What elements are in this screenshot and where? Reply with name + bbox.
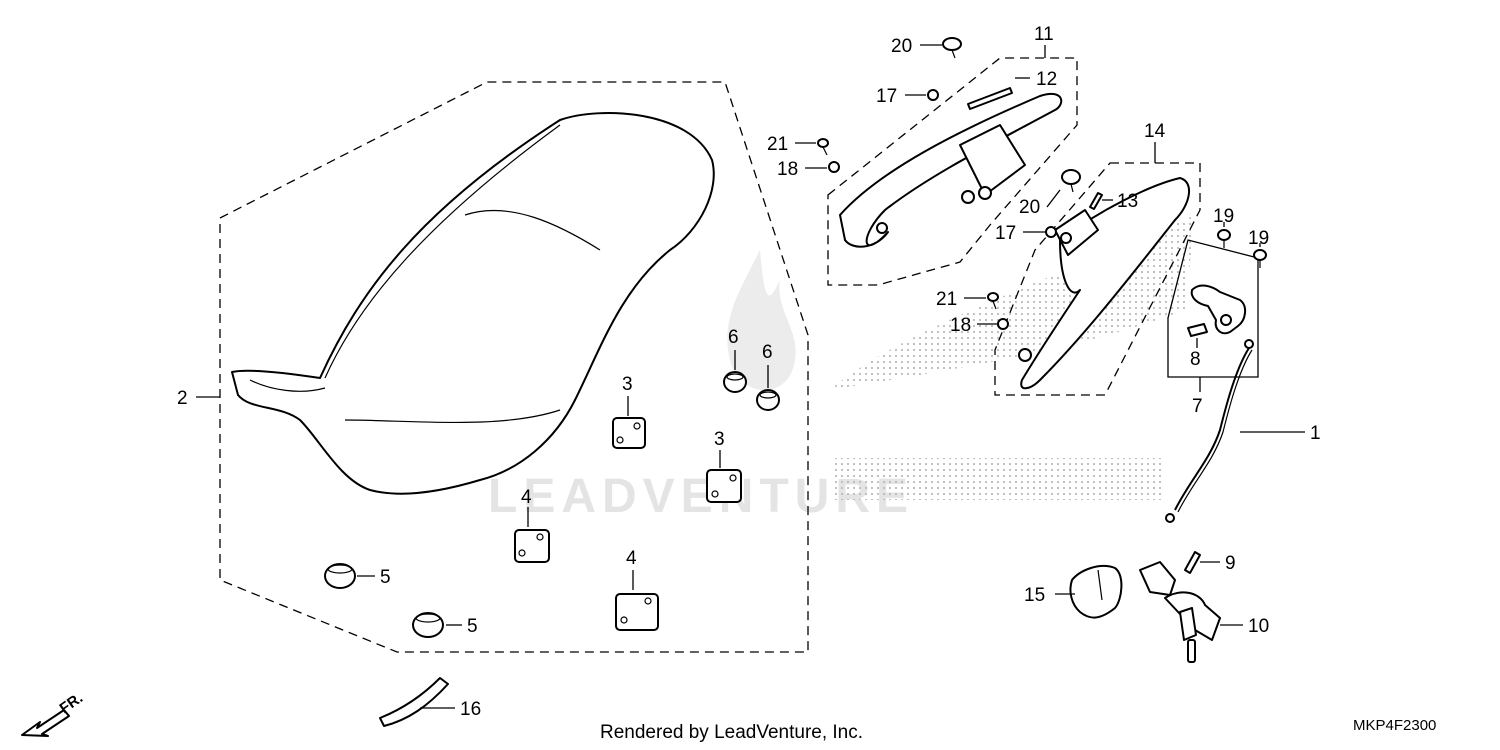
callout-3b: 3 xyxy=(714,429,725,450)
callout-12: 12 xyxy=(1036,69,1057,90)
seat xyxy=(231,112,715,495)
bolt-21b xyxy=(987,292,999,310)
seat-cushion-6a xyxy=(723,371,747,393)
callout-2: 2 xyxy=(177,388,188,409)
bolt-21a xyxy=(817,138,829,156)
callout-21b: 21 xyxy=(936,289,957,310)
seat-group-outline xyxy=(219,81,809,653)
seat-lock-cable-1 xyxy=(1165,339,1254,523)
cover-15 xyxy=(1069,564,1123,619)
callout-19b: 19 xyxy=(1248,228,1269,249)
callout-4b: 4 xyxy=(626,548,637,569)
bolt-20b xyxy=(1061,169,1081,193)
callout-6b: 6 xyxy=(762,342,773,363)
key-9 xyxy=(1184,551,1201,574)
lock-10 xyxy=(1139,561,1221,663)
callout-20b: 20 xyxy=(1019,197,1040,218)
washer-18b xyxy=(997,318,1009,330)
bolt-19b xyxy=(1253,249,1267,268)
callout-10: 10 xyxy=(1248,616,1269,637)
nut-17a xyxy=(927,89,939,101)
callout-9: 9 xyxy=(1225,553,1236,574)
seat-lock xyxy=(1190,284,1246,335)
callout-4a: 4 xyxy=(521,487,532,508)
callout-19a: 19 xyxy=(1213,206,1234,227)
callout-21a: 21 xyxy=(767,134,788,155)
seat-cushion-5a xyxy=(324,563,356,589)
seat-band-16 xyxy=(379,677,449,727)
washer-18a xyxy=(828,161,840,173)
honda-letters-background xyxy=(835,458,1165,500)
seat-rubber-3a xyxy=(612,417,646,449)
seat-cushion-5b xyxy=(412,612,444,638)
nut-17b xyxy=(1045,226,1057,238)
seat-rubber-4b xyxy=(615,593,659,631)
callout-5b: 5 xyxy=(467,616,478,637)
spring-8 xyxy=(1187,323,1208,337)
watermark-flame-icon xyxy=(727,250,796,390)
grab-rail-11-outline xyxy=(827,57,1078,286)
grab-rail-11 xyxy=(839,93,1063,248)
callout-7: 7 xyxy=(1192,396,1203,417)
seat-rubber-4a xyxy=(514,529,550,563)
callout-13: 13 xyxy=(1117,191,1138,212)
callout-15: 15 xyxy=(1024,585,1045,606)
bolt-20a xyxy=(942,37,962,59)
callout-18b: 18 xyxy=(950,315,971,336)
callout-3a: 3 xyxy=(622,374,633,395)
callout-17b: 17 xyxy=(995,223,1016,244)
diagram-code: MKP4F2300 xyxy=(1353,717,1436,734)
callout-8: 8 xyxy=(1190,349,1201,370)
callout-6a: 6 xyxy=(728,327,739,348)
rendered-by-footer: Rendered by LeadVenture, Inc. xyxy=(600,722,863,743)
callout-18a: 18 xyxy=(777,159,798,180)
callout-16: 16 xyxy=(460,699,481,720)
sticker-13 xyxy=(1089,192,1103,210)
bolt-19a xyxy=(1217,229,1231,248)
callout-1: 1 xyxy=(1310,423,1321,444)
callout-14: 14 xyxy=(1144,121,1166,142)
grab-rail-14-outline xyxy=(994,162,1201,396)
callout-5a: 5 xyxy=(380,567,391,588)
callout-11: 11 xyxy=(1034,24,1054,45)
seat-rubber-3b xyxy=(706,469,742,503)
callout-17a: 17 xyxy=(876,86,897,107)
sticker-12 xyxy=(967,87,1013,110)
lock-assy-7-bracket xyxy=(1167,239,1259,378)
front-direction-arrow-icon xyxy=(21,709,70,737)
callout-20a: 20 xyxy=(891,36,912,57)
grab-rail-14 xyxy=(1018,177,1190,390)
seat-cushion-6b xyxy=(756,389,780,411)
